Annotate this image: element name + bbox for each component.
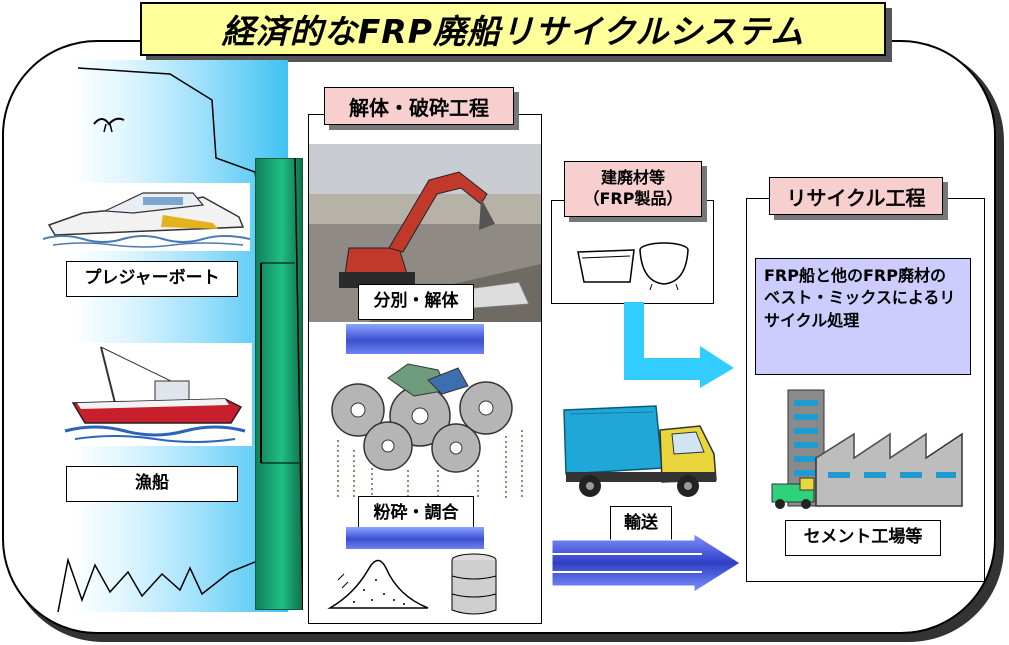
drum-icon [451, 553, 497, 615]
process-bar-1 [346, 324, 484, 354]
truck-image [560, 404, 720, 504]
building-waste-line2: （FRP製品） [583, 189, 683, 208]
separation-dismantling-label: 分別・解体 [358, 284, 474, 320]
cement-factory-image [766, 384, 966, 512]
recycling-header: リサイクル工程 [769, 177, 943, 215]
waste-arrow [624, 302, 734, 388]
process-bar-2 [346, 527, 484, 549]
pier-lines [260, 158, 303, 610]
cement-plant-label: セメント工場等 [785, 520, 941, 556]
pier-wall [255, 158, 303, 610]
grinding-blending-label: 粉砕・調合 [358, 496, 474, 532]
frp-products-icon [577, 242, 689, 291]
building-waste-line1: 建廃材等 [600, 168, 665, 188]
building-waste-header: 建廃材等 （FRP製品） [564, 161, 702, 217]
fishing-boat-image [55, 343, 252, 446]
diagram-title: 経済的なFRP廃船リサイクルシステム [140, 2, 886, 56]
pleasure-boat-image [42, 183, 251, 251]
sea-area [70, 60, 288, 612]
pleasure-boat-label: プレジャーボート [66, 261, 238, 297]
crusher-illustration [318, 360, 534, 502]
powder-pile-icon [327, 559, 429, 609]
fishing-boat-label: 漁船 [66, 466, 238, 502]
recycling-description: FRP船と他のFRP廃材のベスト・ミックスによるリサイクル処理 [755, 258, 971, 375]
dismantling-header: 解体・破砕工程 [324, 87, 514, 125]
seagull-icon [93, 117, 125, 133]
transport-arrow [552, 534, 741, 592]
